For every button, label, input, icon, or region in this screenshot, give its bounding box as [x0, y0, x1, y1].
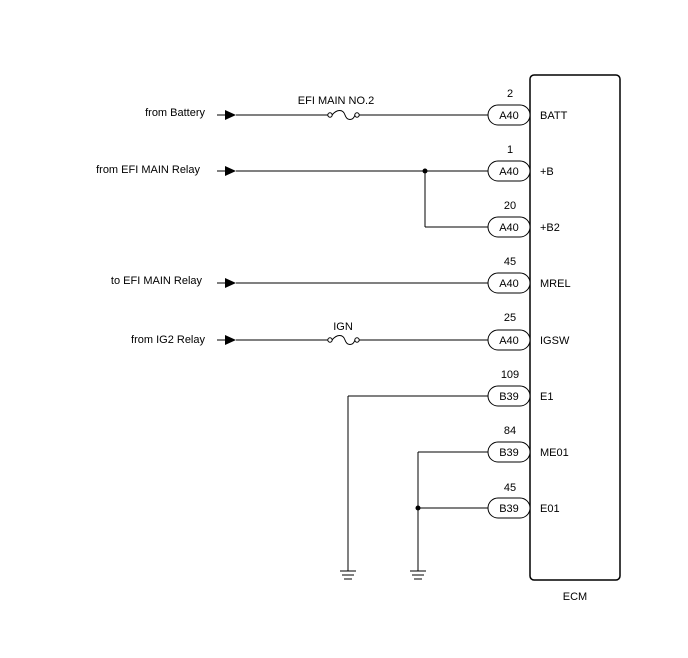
- arrow-right-icon: [225, 110, 236, 120]
- source-label: from IG2 Relay: [131, 334, 205, 346]
- arrow-right-icon: [225, 278, 236, 288]
- fuse-label: EFI MAIN NO.2: [298, 95, 374, 107]
- connector-label: A40: [499, 278, 519, 290]
- connector-box: [487, 216, 531, 238]
- terminal-label: +B2: [540, 222, 560, 234]
- connector-box: [487, 385, 531, 407]
- fuse-icon: [327, 110, 360, 120]
- pin-number: 2: [507, 88, 513, 100]
- pin-number: 109: [501, 369, 519, 381]
- source-label: from EFI MAIN Relay: [96, 164, 200, 176]
- arrow-right-icon: [225, 166, 236, 176]
- terminal-label: ME01: [540, 447, 569, 459]
- arrow-right-icon: [225, 335, 236, 345]
- connector-label: A40: [499, 110, 519, 122]
- ecm-label: ECM: [563, 591, 587, 603]
- terminal-label: BATT: [540, 110, 568, 122]
- connector-label: B39: [499, 503, 519, 515]
- connector-label: B39: [499, 447, 519, 459]
- pin-number: 1: [507, 144, 513, 156]
- pin-number: 45: [504, 482, 516, 494]
- connector-box: [487, 441, 531, 463]
- pin-number: 45: [504, 256, 516, 268]
- junction-dot-icon: [415, 505, 421, 511]
- pin-number: 84: [504, 425, 516, 437]
- connector-box: [487, 160, 531, 182]
- terminal-label: MREL: [540, 278, 571, 290]
- terminal-label: E1: [540, 391, 553, 403]
- connector-label: A40: [499, 166, 519, 178]
- circuit-me01: 84 B39 ME01: [410, 425, 569, 580]
- terminal-label: IGSW: [540, 335, 570, 347]
- connector-box: [487, 272, 531, 294]
- connector-box: [487, 104, 531, 126]
- circuit-b2: 20 A40 +B2: [425, 200, 560, 238]
- terminal-label: +B: [540, 166, 554, 178]
- circuit-e01: 45 B39 E01: [415, 482, 560, 519]
- fuse-icon: [327, 335, 360, 345]
- connector-box: [487, 329, 531, 351]
- fuse-label: IGN: [333, 321, 353, 333]
- source-label: from Battery: [145, 107, 205, 119]
- circuit-b: from EFI MAIN Relay 1 A40 +B: [96, 144, 554, 227]
- connector-label: B39: [499, 391, 519, 403]
- source-label: to EFI MAIN Relay: [111, 275, 203, 287]
- circuit-batt: from Battery EFI MAIN NO.2 2 A40 BATT: [145, 88, 568, 126]
- ground-icon: [410, 570, 426, 580]
- pin-number: 20: [504, 200, 516, 212]
- connector-box: [487, 497, 531, 519]
- circuit-e1: 109 B39 E1: [340, 369, 553, 580]
- connector-label: A40: [499, 335, 519, 347]
- circuit-mrel: to EFI MAIN Relay 45 A40 MREL: [111, 256, 571, 294]
- connector-label: A40: [499, 222, 519, 234]
- pin-number: 25: [504, 312, 516, 324]
- circuit-igsw: from IG2 Relay IGN 25 A40 IGSW: [131, 312, 570, 351]
- terminal-label: E01: [540, 503, 560, 515]
- ecm-box: [529, 74, 621, 581]
- ground-icon: [340, 570, 356, 580]
